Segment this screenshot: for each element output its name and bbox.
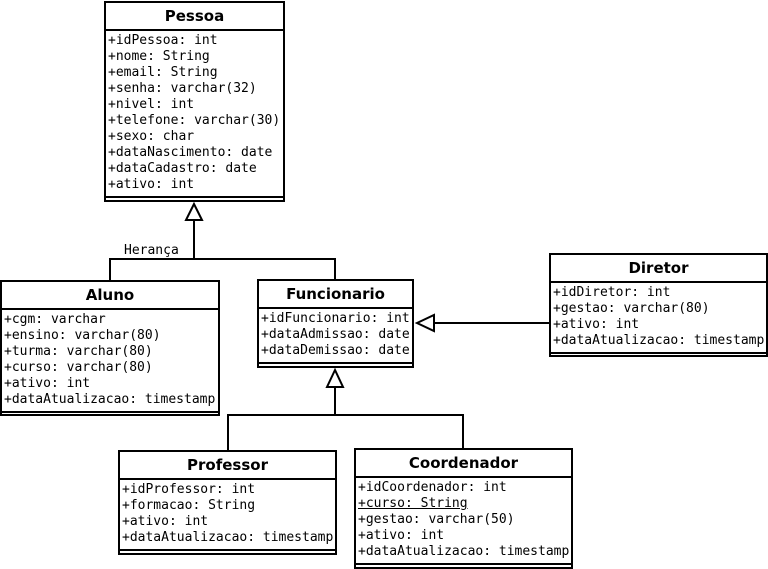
attribute: +dataAtualizacao: timestamp [4, 392, 216, 407]
attribute: +nivel: int [108, 97, 195, 112]
generalization-arrowhead-funcionario-right [414, 313, 435, 333]
class-pessoa[interactable]: Pessoa +idPessoa: int +nome: String +ema… [104, 1, 285, 202]
method-compartment [356, 565, 571, 567]
attribute: +dataAdmissao: date [261, 327, 410, 342]
attribute-list: +idDiretor: int +gestao: varchar(80) +at… [551, 283, 766, 354]
class-name: Aluno [2, 282, 218, 310]
method-compartment [2, 413, 218, 414]
attribute: +ativo: int [122, 514, 209, 529]
attribute: +dataAtualizacao: timestamp [122, 530, 334, 545]
attribute: +idPessoa: int [108, 33, 218, 48]
attribute-list: +cgm: varchar +ensino: varchar(80) +turm… [2, 310, 218, 413]
connector-professor-funcionario [227, 387, 336, 451]
connector-funcionario-pessoa [194, 258, 336, 280]
method-compartment [120, 551, 335, 553]
attribute: +turma: varchar(80) [4, 344, 153, 359]
attribute: +formacao: String [122, 498, 256, 513]
attribute: +dataAtualizacao: timestamp [358, 544, 570, 559]
attribute-text: +curso: String [358, 496, 468, 511]
class-name: Pessoa [106, 3, 283, 31]
generalization-arrowhead-pessoa [184, 201, 204, 221]
attribute-list: +idCoordenador: int +curso: String +gest… [356, 478, 571, 565]
attribute: +curso: String [358, 496, 571, 512]
attribute: +cgm: varchar [4, 312, 106, 327]
inheritance-label: Herança [124, 243, 179, 258]
class-funcionario[interactable]: Funcionario +idFuncionario: int +dataAdm… [257, 279, 414, 368]
attribute: +senha: varchar(32) [108, 81, 257, 96]
attribute: +ativo: int [553, 317, 640, 332]
attribute: +gestao: varchar(50) [358, 512, 515, 527]
attribute: +idDiretor: int [553, 285, 671, 300]
attribute-list: +idFuncionario: int +dataAdmissao: date … [259, 309, 412, 364]
class-name: Diretor [551, 255, 766, 283]
class-aluno[interactable]: Aluno +cgm: varchar +ensino: varchar(80)… [0, 280, 220, 416]
attribute: +nome: String [108, 49, 210, 64]
attribute: +idCoordenador: int [358, 480, 507, 495]
attribute: +gestao: varchar(80) [553, 301, 710, 316]
attribute: +ensino: varchar(80) [4, 328, 161, 343]
attribute: +dataCadastro: date [108, 161, 257, 176]
attribute: +curso: varchar(80) [4, 360, 153, 375]
class-coordenador[interactable]: Coordenador +idCoordenador: int +curso: … [354, 448, 573, 569]
connector-coordenador-funcionario [335, 414, 464, 449]
attribute: +ativo: int [358, 528, 445, 543]
class-professor[interactable]: Professor +idProfessor: int +formacao: S… [118, 450, 337, 555]
class-name: Funcionario [259, 281, 412, 309]
attribute-list: +idPessoa: int +nome: String +email: Str… [106, 31, 283, 198]
attribute: +ativo: int [4, 376, 91, 391]
class-diretor[interactable]: Diretor +idDiretor: int +gestao: varchar… [549, 253, 768, 357]
method-compartment [106, 198, 283, 200]
attribute: +dataAtualizacao: timestamp [553, 333, 765, 348]
attribute: +sexo: char [108, 129, 195, 144]
attribute: +idProfessor: int [122, 482, 256, 497]
attribute: +ativo: int [108, 177, 195, 192]
class-name: Coordenador [356, 450, 571, 478]
attribute: +email: String [108, 65, 218, 80]
connector-aluno-pessoa [109, 220, 195, 280]
attribute: +dataNascimento: date [108, 145, 273, 160]
attribute-list: +idProfessor: int +formacao: String +ati… [120, 480, 335, 551]
method-compartment [551, 354, 766, 355]
attribute: +dataDemissao: date [261, 343, 410, 358]
method-compartment [259, 364, 412, 366]
attribute: +telefone: varchar(30) [108, 113, 281, 128]
class-name: Professor [120, 452, 335, 480]
generalization-arrowhead-funcionario-bottom [325, 367, 345, 388]
attribute: +idFuncionario: int [261, 311, 410, 326]
